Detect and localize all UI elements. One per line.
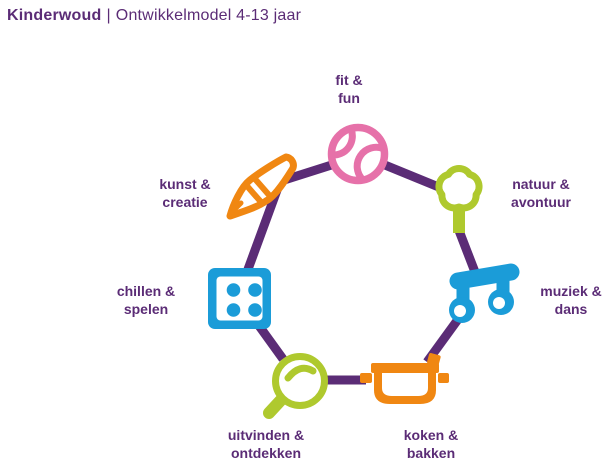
label-natuur-avontuur: natuur & avontuur bbox=[511, 175, 571, 211]
label-line: kunst & bbox=[159, 176, 211, 192]
cooking-pot-icon bbox=[360, 353, 449, 404]
label-line: avontuur bbox=[511, 194, 571, 210]
pot-handle bbox=[360, 373, 372, 383]
label-chillen-spelen: chillen & spelen bbox=[117, 282, 175, 318]
label-line: uitvinden & bbox=[227, 427, 305, 443]
connector-line bbox=[453, 226, 480, 274]
label-line: creatie bbox=[162, 194, 208, 210]
tree-canopy bbox=[435, 165, 483, 212]
label-line: bakken bbox=[406, 445, 456, 461]
label-line: spelen bbox=[123, 301, 169, 317]
brush-ferrule-band bbox=[244, 184, 264, 204]
paintbrush-icon bbox=[226, 153, 297, 220]
magnifier-glint bbox=[284, 364, 317, 382]
brush-tip-streak bbox=[231, 200, 244, 213]
magnifier-handle bbox=[263, 394, 287, 419]
dice-pip bbox=[226, 303, 241, 317]
label-line: muziek & bbox=[540, 283, 602, 299]
label-line: fit & bbox=[335, 72, 363, 88]
magnifier-lens bbox=[272, 353, 328, 409]
dice-pip bbox=[248, 283, 262, 297]
label-line: chillen & bbox=[116, 283, 176, 299]
music-note-icon bbox=[449, 263, 520, 323]
label-line: ontdekken bbox=[230, 445, 302, 461]
pot-handle bbox=[438, 373, 449, 383]
tennis-ball-icon bbox=[327, 123, 389, 185]
pot-lid-knob bbox=[427, 353, 441, 366]
label-kunst-creatie: kunst & creatie bbox=[159, 175, 210, 211]
pot-rim bbox=[371, 363, 439, 373]
note-beam bbox=[449, 263, 520, 290]
title-subtitle: Ontwikkelmodel 4-13 jaar bbox=[115, 7, 302, 24]
dice-pip bbox=[226, 283, 241, 297]
brush-ferrule-band bbox=[252, 177, 272, 197]
note-head-hole bbox=[493, 297, 505, 309]
label-line: koken & bbox=[403, 427, 459, 443]
magnifier-icon bbox=[263, 353, 328, 419]
title-separator: | bbox=[106, 7, 111, 24]
connector-line bbox=[378, 158, 448, 195]
ball-seam bbox=[353, 143, 384, 180]
label-fit-fun: fit & fun bbox=[335, 71, 362, 107]
label-line: dans bbox=[554, 301, 588, 317]
dice-icon bbox=[208, 268, 271, 329]
label-koken-bakken: koken & bakken bbox=[404, 426, 458, 461]
ball-seam bbox=[332, 128, 356, 159]
pot-interior bbox=[382, 372, 428, 396]
brand-name: Kinderwoud bbox=[7, 7, 102, 24]
page-title: Kinderwoud|Ontwikkelmodel 4-13 jaar bbox=[7, 7, 301, 25]
dice-pip bbox=[248, 303, 262, 317]
note-head-hole bbox=[454, 305, 466, 317]
label-line: natuur & bbox=[512, 176, 570, 192]
label-line: fun bbox=[338, 90, 360, 106]
label-muziek-dans: muziek & dans bbox=[540, 282, 601, 318]
tree-icon bbox=[435, 165, 483, 233]
label-uitvinden-ontdekken: uitvinden & ontdekken bbox=[228, 426, 304, 461]
